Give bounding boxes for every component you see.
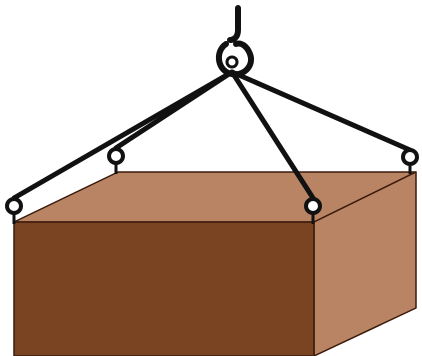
lifting-eye-bolt-icon — [109, 149, 123, 174]
crane-hook-icon — [219, 8, 251, 74]
crate-front-face — [14, 222, 314, 356]
sling-back-left — [116, 72, 232, 148]
lifting-eye-bolt-icon — [403, 150, 417, 174]
crate — [14, 172, 416, 356]
